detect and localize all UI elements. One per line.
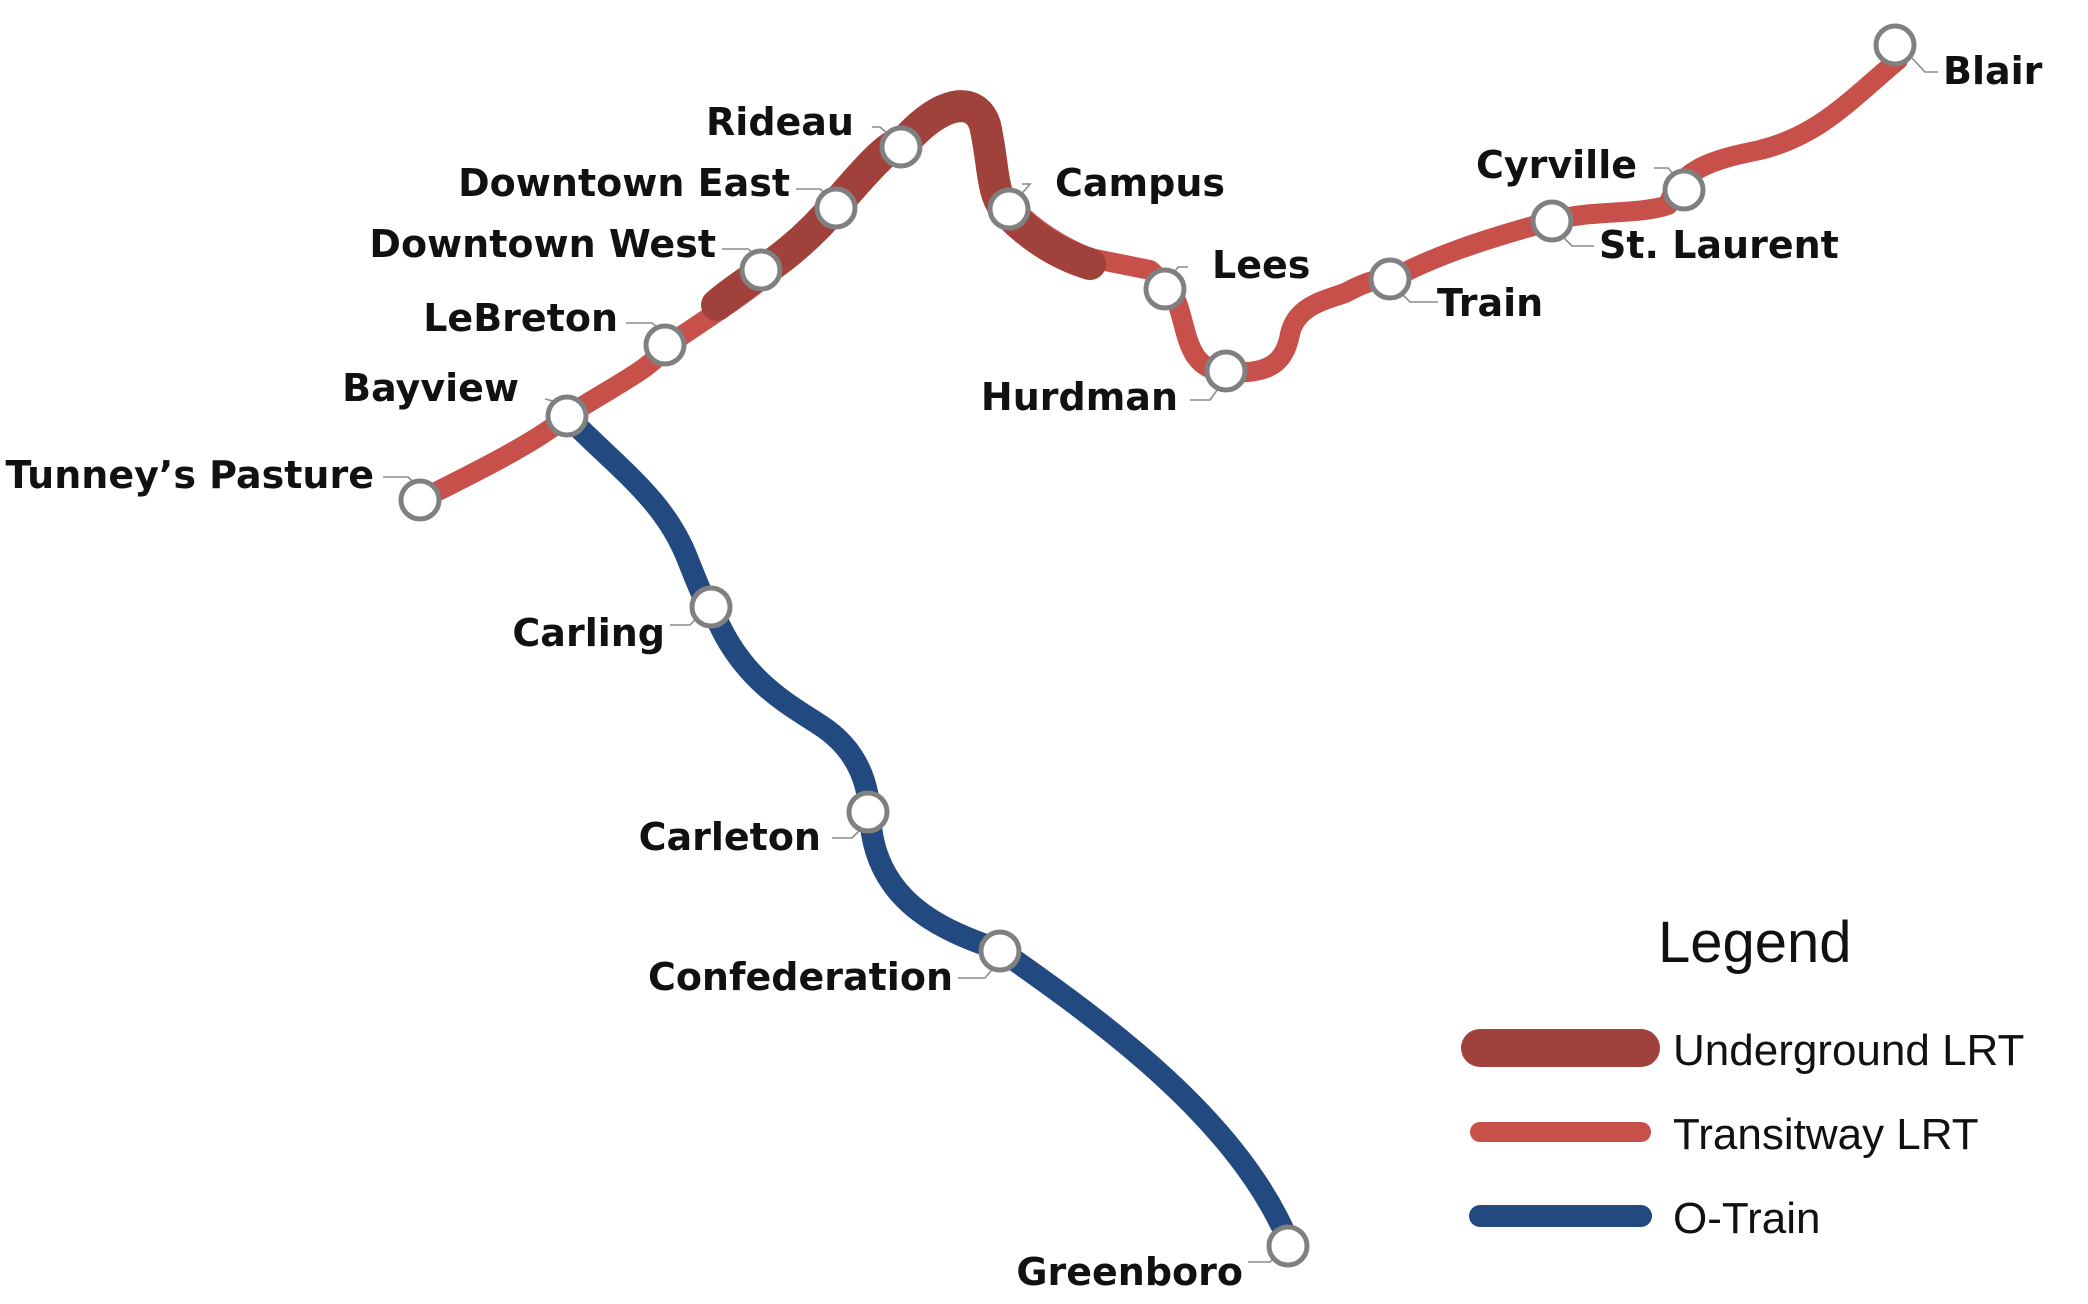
- legend-title: Legend: [1658, 910, 1852, 975]
- label-downtown-west: Downtown West: [369, 222, 716, 266]
- station-downtown-east[interactable]: [814, 186, 858, 230]
- label-lees: Lees: [1212, 243, 1310, 287]
- label-greenboro: Greenboro: [1016, 1250, 1243, 1294]
- label-carleton: Carleton: [639, 815, 821, 859]
- station-tunneys-pasture[interactable]: [398, 478, 442, 522]
- station-cyrville[interactable]: [1662, 168, 1706, 212]
- label-carling: Carling: [512, 611, 665, 655]
- legend-label-transitway: Transitway LRT: [1673, 1110, 1979, 1159]
- label-downtown-east: Downtown East: [458, 161, 790, 205]
- station-bayview[interactable]: [545, 394, 589, 438]
- label-hurdman: Hurdman: [981, 375, 1178, 419]
- station-lebreton[interactable]: [643, 323, 687, 367]
- stations: [398, 23, 1917, 1268]
- station-downtown-west[interactable]: [739, 248, 783, 292]
- label-blair: Blair: [1943, 49, 2043, 93]
- station-carleton[interactable]: [846, 790, 890, 834]
- station-st-laurent[interactable]: [1530, 199, 1574, 243]
- station-labels: Tunney’s Pasture Bayview LeBreton Downto…: [5, 49, 2042, 1294]
- legend: Legend Underground LRT Transitway LRT O-…: [1461, 910, 2024, 1243]
- label-cyrville: Cyrville: [1476, 143, 1637, 187]
- label-confederation: Confederation: [648, 955, 953, 999]
- label-campus: Campus: [1055, 161, 1225, 205]
- label-tunneys-pasture: Tunney’s Pasture: [5, 453, 374, 497]
- otrain-line: [556, 405, 1301, 1256]
- station-train[interactable]: [1368, 257, 1412, 301]
- station-confederation[interactable]: [978, 929, 1022, 973]
- label-st-laurent: St. Laurent: [1599, 223, 1839, 267]
- station-campus[interactable]: [987, 187, 1031, 231]
- station-lees[interactable]: [1143, 267, 1187, 311]
- station-hurdman[interactable]: [1204, 349, 1248, 393]
- station-greenboro[interactable]: [1266, 1224, 1310, 1268]
- legend-label-otrain: O-Train: [1673, 1194, 1821, 1243]
- label-rideau: Rideau: [706, 100, 854, 144]
- station-blair[interactable]: [1873, 23, 1917, 67]
- label-train: Train: [1437, 281, 1543, 325]
- legend-label-underground: Underground LRT: [1673, 1026, 2024, 1075]
- label-lebreton: LeBreton: [423, 296, 618, 340]
- station-rideau[interactable]: [879, 125, 923, 169]
- station-carling[interactable]: [689, 585, 733, 629]
- label-bayview: Bayview: [342, 366, 519, 410]
